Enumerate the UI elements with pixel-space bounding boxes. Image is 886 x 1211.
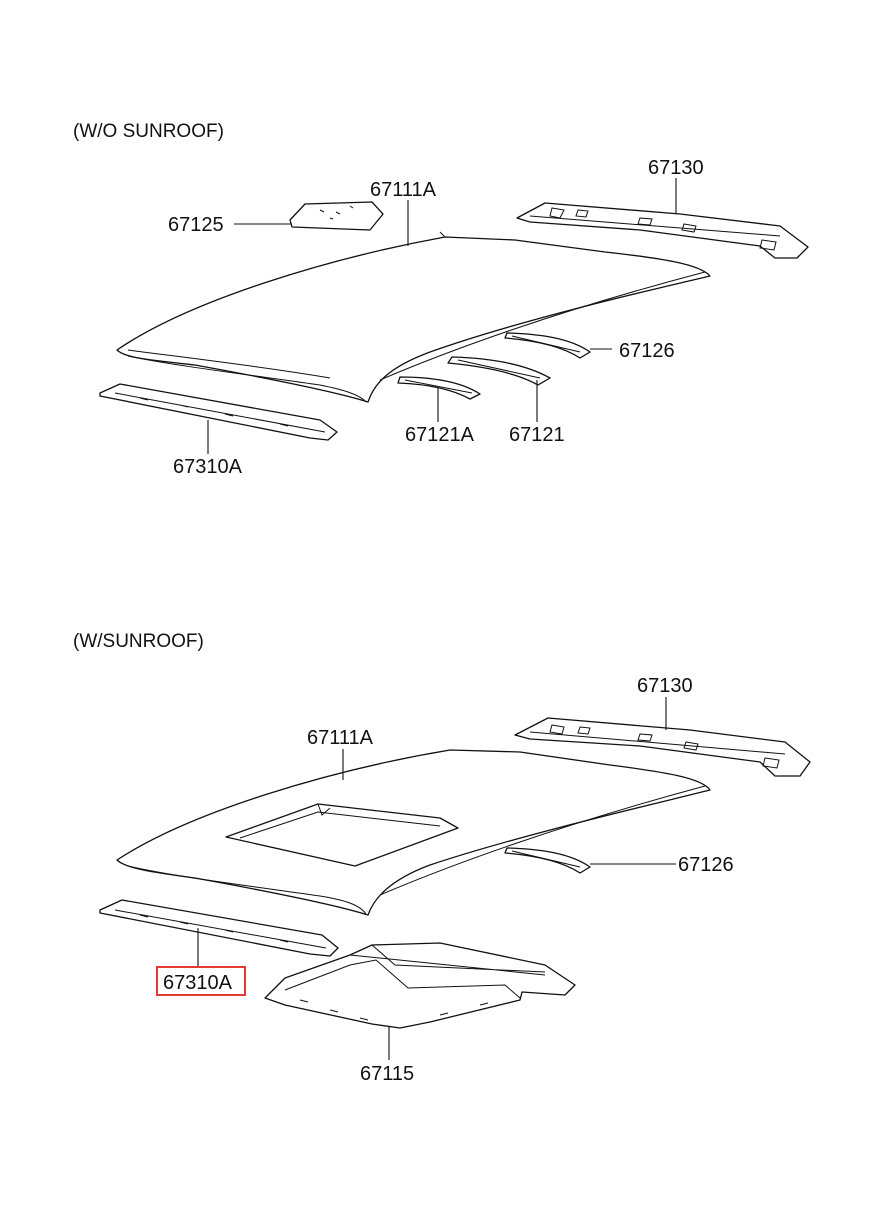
- roof-panel-shape: [116, 231, 711, 403]
- part-67115-shape: [264, 942, 576, 1029]
- bow-67121-shape: [447, 356, 551, 386]
- part-67310A-shape: [99, 383, 338, 441]
- label-67111A-sunroof: 67111A: [307, 727, 374, 749]
- section-without-sunroof: (W/O SUNROOF): [73, 121, 809, 478]
- label-67130-sunroof: 67130: [637, 675, 693, 697]
- label-67126-sunroof: 67126: [678, 854, 734, 876]
- part-67125-shape: [289, 201, 384, 231]
- section-with-sunroof: (W/SUNROOF): [73, 631, 811, 1085]
- label-67310A-sunroof[interactable]: 67310A: [163, 972, 233, 994]
- label-67121A: 67121A: [405, 424, 475, 446]
- highlight-box-67310A: [156, 966, 246, 996]
- leaders-with-sunroof: [197, 697, 676, 1060]
- label-67310A: 67310A: [173, 456, 243, 478]
- label-67121: 67121: [509, 424, 565, 446]
- part-67310A-sunroof-shape: [99, 899, 339, 957]
- bow-67126-sunroof-shape: [504, 847, 591, 874]
- label-67130: 67130: [648, 157, 704, 179]
- label-67126: 67126: [619, 340, 675, 362]
- part-67130-sunroof-shape: [514, 717, 811, 777]
- label-67111A: 67111A: [370, 179, 437, 201]
- label-67115: 67115: [360, 1063, 414, 1085]
- bow-67121A-shape: [397, 376, 481, 400]
- leaders-without-sunroof: [207, 178, 677, 454]
- section-title-with-sunroof: (W/SUNROOF): [73, 631, 204, 652]
- section-title-without-sunroof: (W/O SUNROOF): [73, 121, 224, 142]
- roof-panel-sunroof-shape: [116, 749, 711, 916]
- label-67125: 67125: [168, 214, 224, 236]
- bow-67126-shape: [504, 332, 591, 359]
- part-67130-shape: [516, 202, 809, 259]
